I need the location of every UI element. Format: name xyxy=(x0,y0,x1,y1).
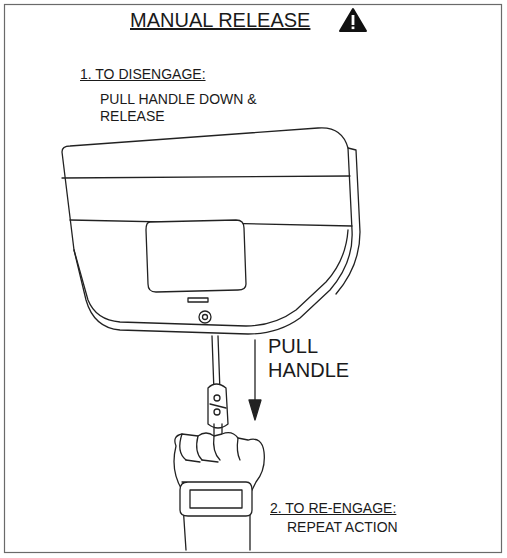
page-frame xyxy=(5,5,502,553)
light-lens xyxy=(146,220,246,292)
action-label: PULL HANDLE xyxy=(268,334,378,382)
step-heading: 1. TO DISENGAGE: xyxy=(80,66,280,83)
hand xyxy=(174,433,264,550)
warning-icon xyxy=(340,9,366,31)
screw xyxy=(199,311,211,323)
step-heading: 2. TO RE-ENGAGE: xyxy=(270,500,470,517)
instruction-text: PULL HANDLE DOWN & RELEASE xyxy=(100,91,270,125)
title: MANUAL RELEASE xyxy=(130,8,310,32)
pull-arrow xyxy=(249,340,261,420)
release-handle xyxy=(180,482,252,516)
instruction-text: REPEAT ACTION xyxy=(287,519,467,536)
opener-housing xyxy=(62,128,360,334)
